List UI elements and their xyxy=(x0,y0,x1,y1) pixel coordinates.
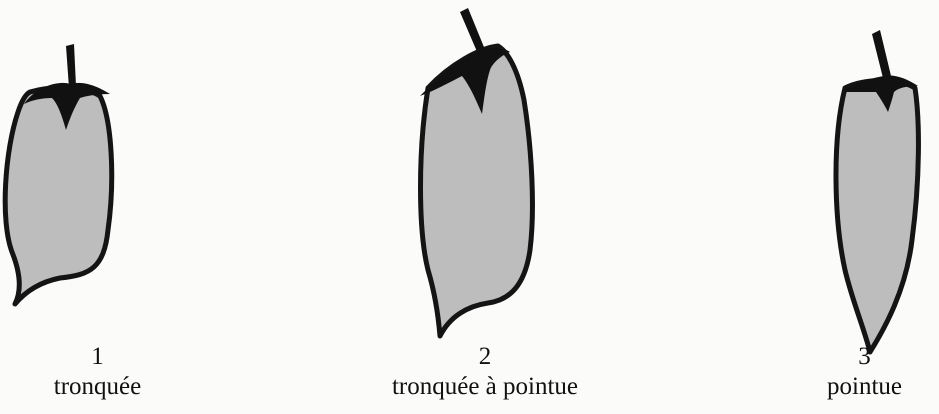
caption-2: 2 tronquée à pointue xyxy=(340,342,630,402)
pod-3-body xyxy=(836,81,918,353)
figure-number-3: 3 xyxy=(790,342,939,372)
pod-1-truncated xyxy=(5,44,112,304)
figure-label-1: tronquée xyxy=(0,372,195,402)
pod-1-stalk xyxy=(66,44,76,88)
pod-2-stalk xyxy=(460,8,486,54)
pod-3-pointed xyxy=(836,30,918,352)
pod-2-truncated-to-pointed xyxy=(420,8,532,336)
figure-label-2: tronquée à pointue xyxy=(340,372,630,402)
pod-1-body xyxy=(5,88,112,304)
figure-label-3: pointue xyxy=(790,372,939,402)
figure-number-2: 2 xyxy=(340,342,630,372)
caption-3: 3 pointue xyxy=(790,342,939,402)
figure-number-1: 1 xyxy=(0,342,195,372)
caption-1: 1 tronquée xyxy=(0,342,195,402)
pod-3-stalk xyxy=(872,30,892,82)
